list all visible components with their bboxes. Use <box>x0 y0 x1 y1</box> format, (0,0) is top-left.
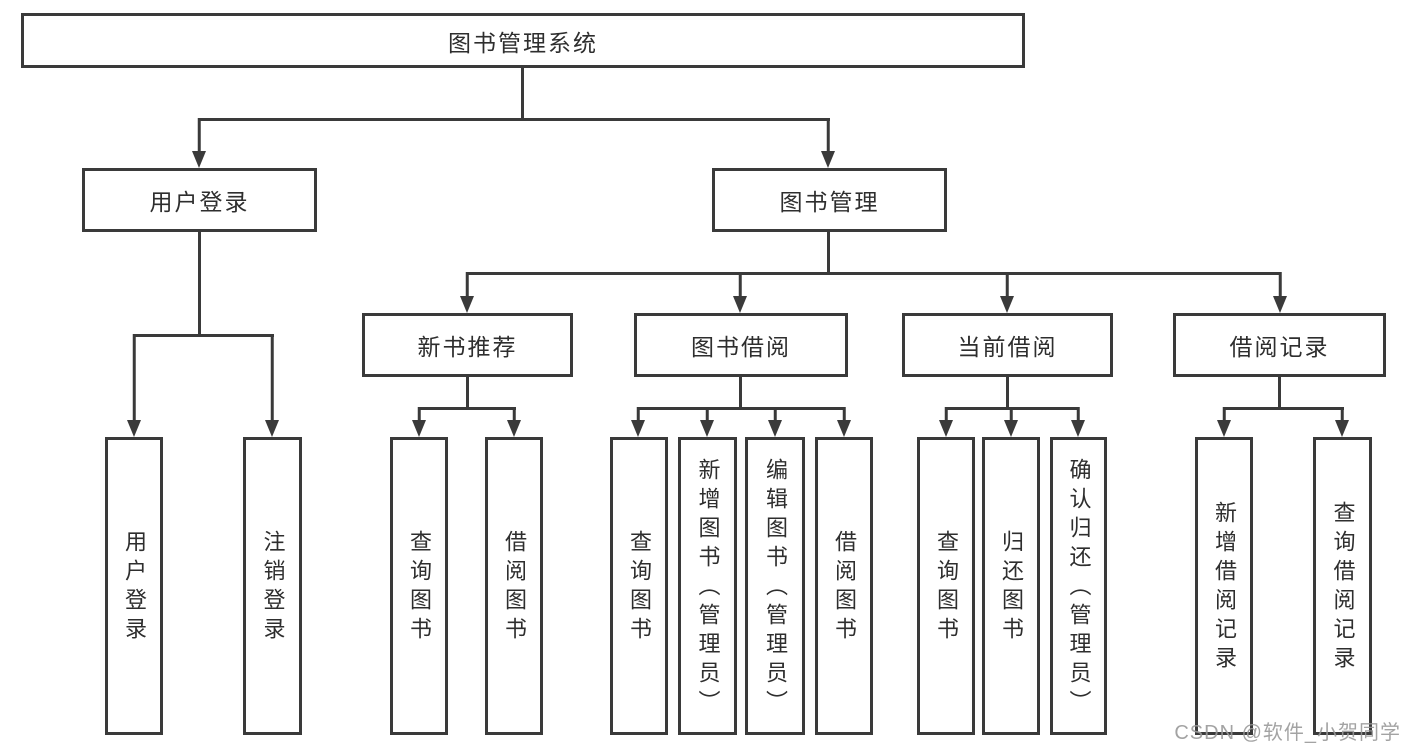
leaf-user-login: 用户登录 <box>105 437 163 735</box>
connector-book-borrowing-rail <box>637 407 845 410</box>
connector-borrowing-records-rail <box>1223 407 1344 410</box>
leaf-borrow-books-2: 借阅图书 <box>815 437 873 735</box>
arrow-to-query-books-1 <box>412 407 426 437</box>
connector-user-login-rail <box>133 334 274 337</box>
arrow-to-confirm-return <box>1071 407 1085 437</box>
connector-book-management-stem <box>827 232 830 274</box>
leaf-return-books: 归还图书 <box>982 437 1040 735</box>
connector-borrowing-records-stem <box>1278 377 1281 409</box>
leaf-query-books-1: 查询图书 <box>390 437 448 735</box>
node-book-borrowing: 图书借阅 <box>634 313 848 377</box>
leaf-confirm-return-admin: 确认归还（管理员） <box>1050 437 1107 735</box>
leaf-logout: 注销登录 <box>243 437 302 735</box>
arrow-to-borrowing-records <box>1273 272 1287 313</box>
node-new-book-recommend: 新书推荐 <box>362 313 573 377</box>
arrow-to-borrow-books-1 <box>507 407 521 437</box>
arrow-to-current-borrowing <box>1000 272 1014 313</box>
node-library-management-system: 图书管理系统 <box>21 13 1025 68</box>
connector-level2-rail <box>198 118 830 121</box>
csdn-watermark: CSDN @软件_小贺同学 <box>1174 722 1401 744</box>
leaf-query-borrow-record: 查询借阅记录 <box>1313 437 1372 735</box>
node-current-borrowing: 当前借阅 <box>902 313 1113 377</box>
leaf-edit-books-admin: 编辑图书（管理员） <box>745 437 805 735</box>
arrow-to-query-borrow-record <box>1335 407 1349 437</box>
node-borrowing-records: 借阅记录 <box>1173 313 1386 377</box>
leaf-add-books-admin: 新增图书（管理员） <box>678 437 737 735</box>
leaf-add-borrow-record: 新增借阅记录 <box>1195 437 1253 735</box>
connector-root-stem <box>521 68 524 119</box>
connector-level3-rail <box>466 272 1281 275</box>
arrow-to-add-books <box>700 407 714 437</box>
arrow-to-book-management <box>821 118 835 168</box>
arrow-to-user-login <box>192 118 206 168</box>
arrow-to-query-books-2 <box>631 407 645 437</box>
arrow-to-add-borrow-record <box>1217 407 1231 437</box>
connector-current-borrowing-stem <box>1006 377 1009 409</box>
arrow-to-return-books <box>1004 407 1018 437</box>
leaf-query-books-3: 查询图书 <box>917 437 975 735</box>
arrow-to-user-login-leaf <box>127 334 141 437</box>
leaf-borrow-books-1: 借阅图书 <box>485 437 543 735</box>
arrow-to-borrow-books-2 <box>837 407 851 437</box>
connector-user-login-stem <box>198 232 201 336</box>
arrow-to-edit-books <box>768 407 782 437</box>
arrow-to-logout-leaf <box>265 334 279 437</box>
arrow-to-query-books-3 <box>939 407 953 437</box>
arrow-to-book-borrowing <box>733 272 747 313</box>
connector-book-borrowing-stem <box>739 377 742 409</box>
connector-new-book-rail <box>418 407 516 410</box>
arrow-to-new-book-recommend <box>460 272 474 313</box>
node-user-login: 用户登录 <box>82 168 317 232</box>
leaf-query-books-2: 查询图书 <box>610 437 668 735</box>
connector-new-book-stem <box>466 377 469 409</box>
node-book-management: 图书管理 <box>712 168 947 232</box>
